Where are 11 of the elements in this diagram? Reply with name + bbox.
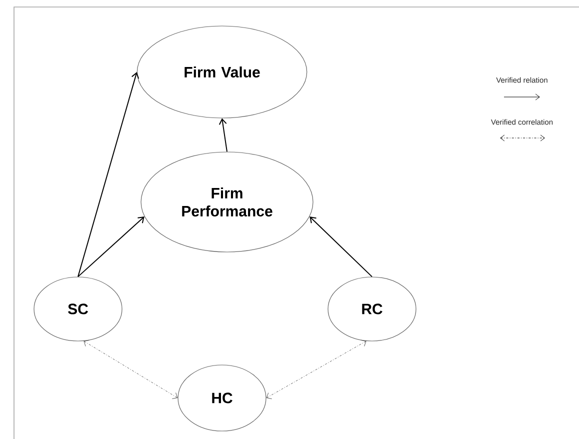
ellipse-node: RC [328, 276, 416, 342]
arrow [84, 340, 178, 399]
ellipse-node: Firm Performance [140, 152, 314, 252]
arrow [78, 216, 144, 278]
ellipse-node: SC [34, 276, 122, 342]
ellipse-node: HC [178, 364, 266, 432]
arrow [218, 118, 228, 152]
ellipse-node: Firm Value [136, 26, 308, 118]
arrow [310, 216, 372, 278]
arrow [266, 340, 366, 400]
arrow [78, 72, 140, 278]
